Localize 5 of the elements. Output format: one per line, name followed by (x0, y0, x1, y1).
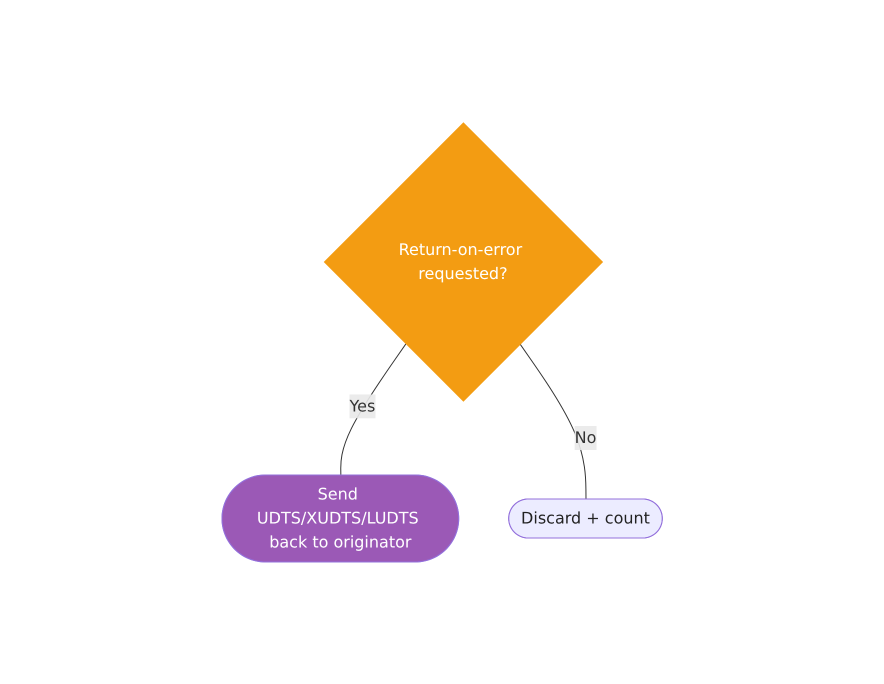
node-diamond: Return-on-error requested? (324, 122, 603, 402)
edge-label: No (574, 427, 596, 446)
edge-label: Yes (349, 396, 376, 415)
connector (340, 342, 406, 476)
connector (519, 342, 586, 500)
